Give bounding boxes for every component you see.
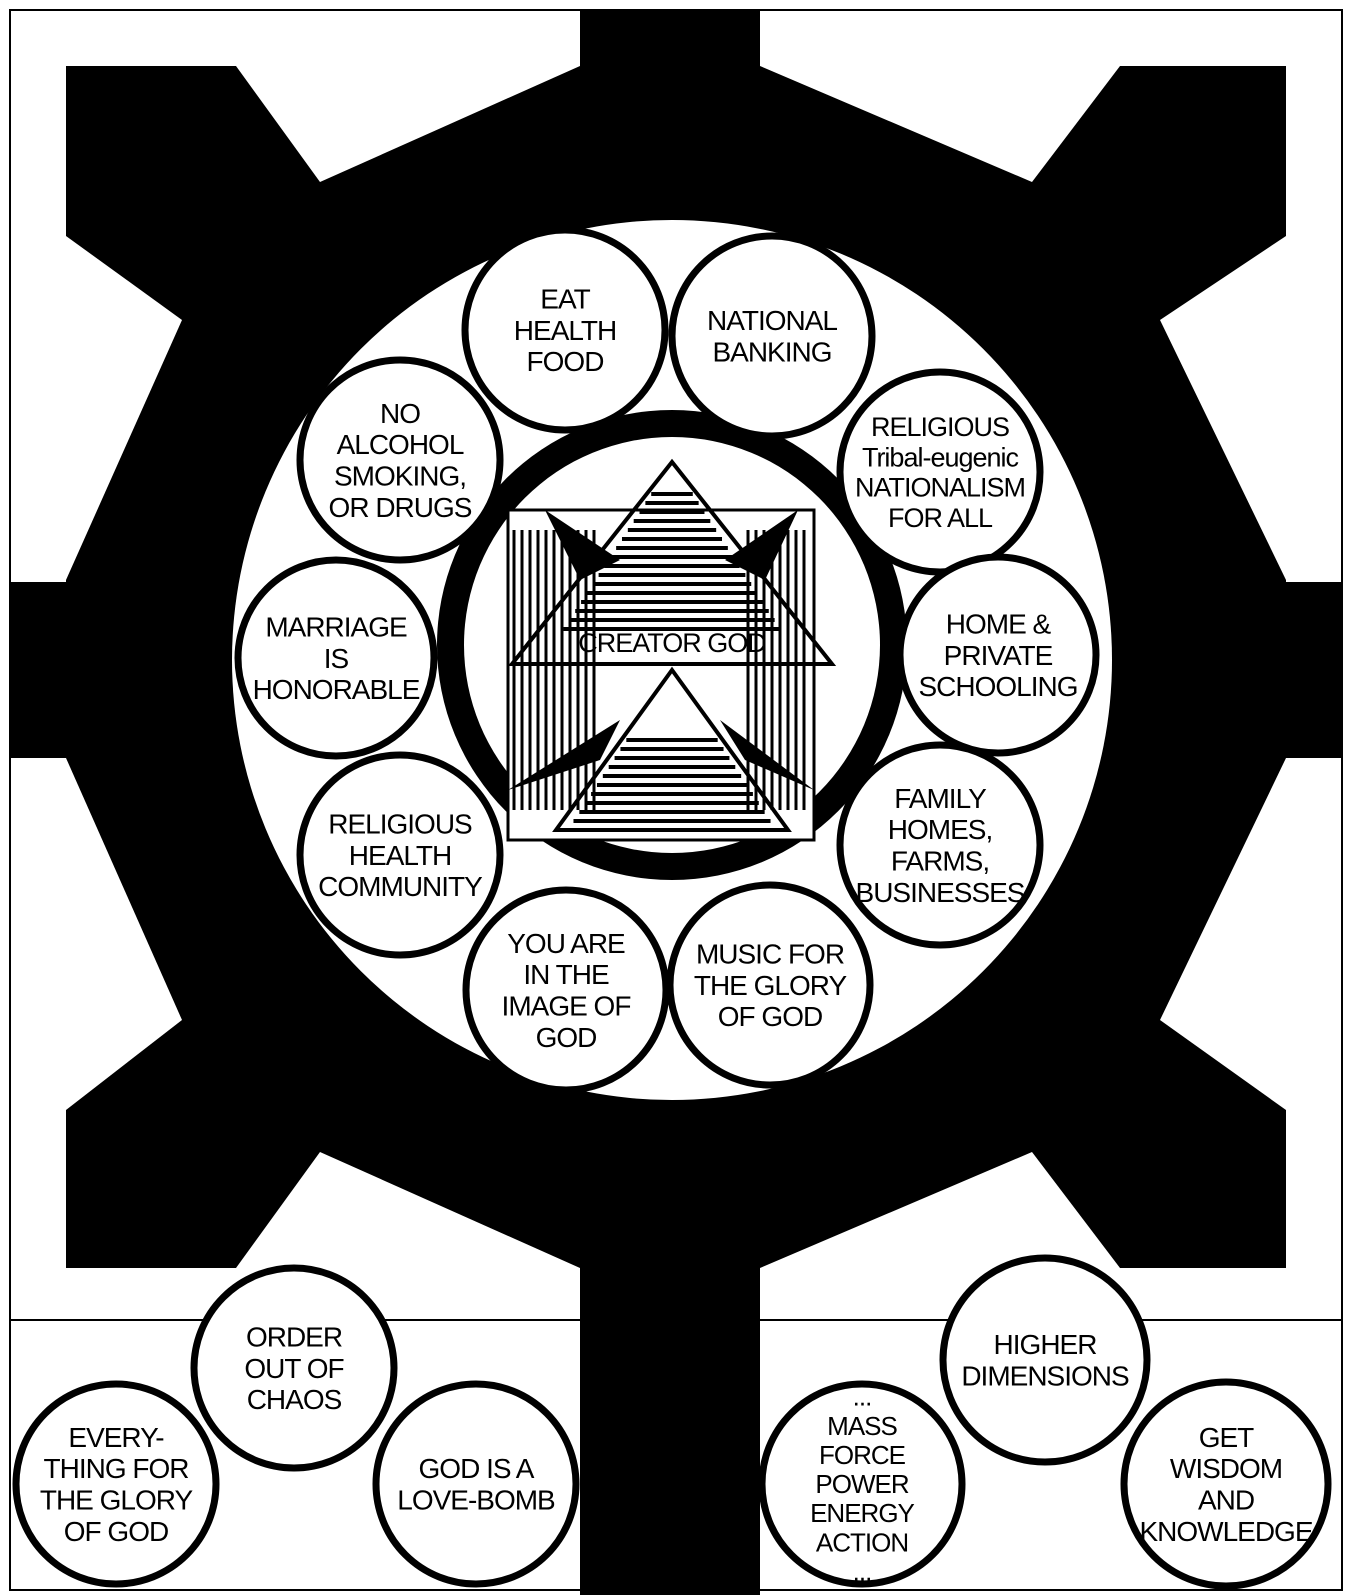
circle-label-line: THING FOR (44, 1453, 189, 1484)
circle-label-line: COMMUNITY (318, 871, 483, 902)
circle-label-line: FOR ALL (888, 503, 993, 533)
circle-label-line: HOME & (946, 608, 1052, 639)
circle-label-line: BUSINESSES (856, 877, 1025, 908)
circle-label-line: RELIGIOUS (871, 412, 1009, 442)
circle-label-line: AND (1198, 1484, 1254, 1515)
circle-mass-force: ...MASSFORCEPOWERENERGYACTION... (762, 1382, 962, 1587)
circle-label-line: FOOD (527, 346, 604, 377)
circle-label-line: BANKING (712, 336, 831, 367)
circle-label-line: ENERGY (810, 1498, 914, 1528)
circle-label-line: SCHOOLING (918, 671, 1077, 702)
circle-label-line: IS (324, 643, 349, 674)
circle-label-line: YOU ARE (507, 928, 625, 959)
circle-label-line: LOVE-BOMB (397, 1484, 555, 1515)
circle-label-line: MASS (827, 1411, 897, 1441)
circle-label-line: HOMES, (888, 814, 992, 845)
circle-label-line: GOD (536, 1022, 597, 1053)
circle-label-line: DIMENSIONS (961, 1360, 1129, 1391)
circle-label-line: ... (853, 1382, 872, 1412)
circle-label-line: HONORABLE (253, 674, 420, 705)
circle-label-line: HEALTH (514, 315, 616, 346)
circle-label-line: FARMS, (891, 845, 989, 876)
circle-label-line: EVERY- (68, 1422, 164, 1453)
circle-label-line: Tribal-eugenic (862, 442, 1019, 472)
circle-label-line: ... (853, 1556, 872, 1586)
circle-label-line: MARRIAGE (265, 611, 407, 642)
circle-label-line: WISDOM (1170, 1453, 1282, 1484)
circle-label-line: HEALTH (349, 840, 451, 871)
circle-label-line: ACTION (816, 1527, 908, 1557)
circle-label-line: GET (1199, 1422, 1254, 1453)
circle-label-line: NO (380, 398, 420, 429)
circle-label-line: MUSIC FOR (696, 938, 844, 969)
circle-home-private-schooling: HOME &PRIVATESCHOOLING (900, 557, 1096, 753)
circle-label-line: PRIVATE (944, 640, 1053, 671)
circle-label-line: CHAOS (247, 1384, 342, 1415)
circle-label-line: THE GLORY (694, 970, 848, 1001)
circle-label-line: RELIGIOUS (328, 808, 472, 839)
circle-label-line: IN THE (523, 959, 609, 990)
circle-label-line: IMAGE OF (502, 990, 631, 1021)
circle-label-line: GOD IS A (419, 1453, 535, 1484)
circle-label-line: POWER (815, 1469, 908, 1499)
circle-label-line: ALCOHOL (337, 429, 464, 460)
circle-label-line: OF GOD (64, 1516, 168, 1547)
circle-label-line: OF GOD (718, 1001, 822, 1032)
circle-label-line: KNOWLEDGE (1139, 1516, 1312, 1547)
circle-label-line: FAMILY (894, 783, 987, 814)
creator-god-emblem: CREATOR GOD (508, 462, 832, 840)
circle-label-line: SMOKING, (334, 460, 466, 491)
circle-label-line: HIGHER (994, 1329, 1097, 1360)
circle-label-line: OUT OF (244, 1353, 343, 1384)
circle-label-line: THE GLORY (40, 1484, 194, 1515)
circle-label-line: NATIONALISM (855, 473, 1025, 503)
circle-label-line: EAT (540, 283, 590, 314)
circle-label-line: FORCE (819, 1440, 906, 1470)
creator-god-label: CREATOR GOD (578, 628, 766, 658)
circle-label-line: OR DRUGS (329, 492, 472, 523)
circle-label-line: ORDER (246, 1321, 342, 1352)
circle-label-line: NATIONAL (707, 305, 837, 336)
